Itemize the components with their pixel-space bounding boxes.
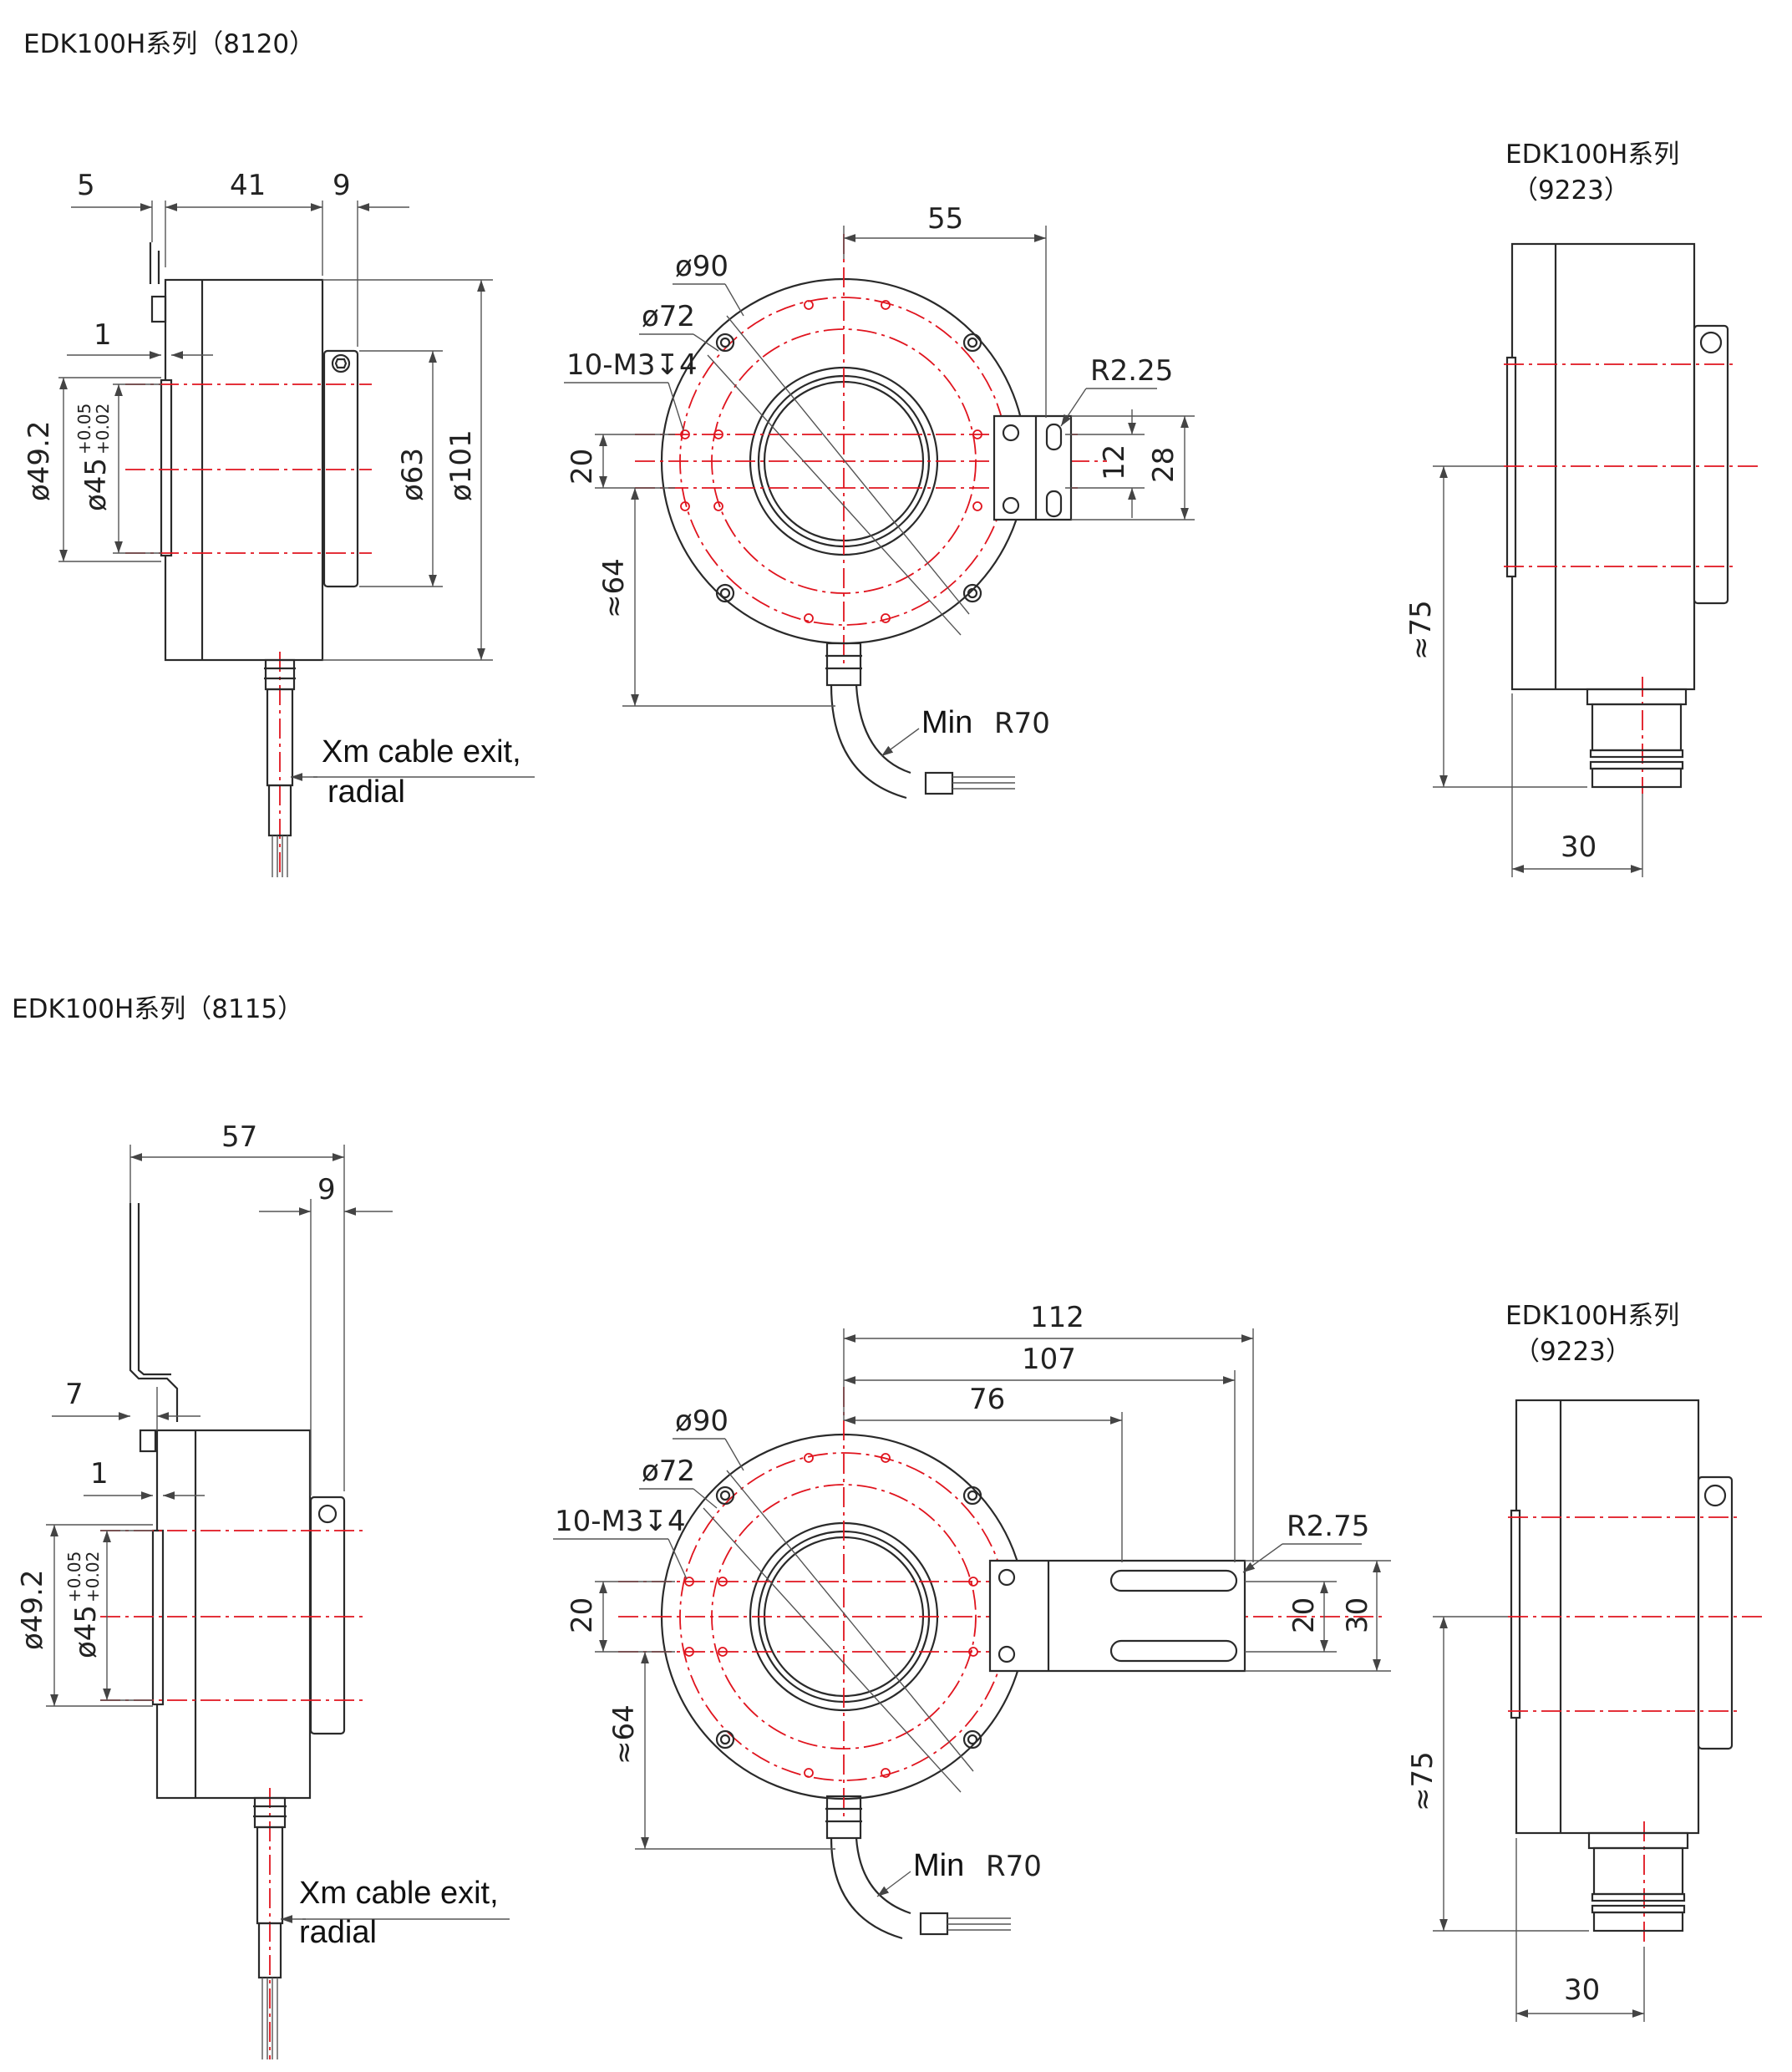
encoder-body xyxy=(155,1429,312,1800)
dim-7: 7 xyxy=(65,1378,84,1411)
dim-30: 30 xyxy=(1561,830,1597,864)
dim-phi-72: ø72 xyxy=(642,1455,695,1488)
dim-41: 41 xyxy=(230,169,266,202)
tol-lower: +0.02 xyxy=(93,404,113,455)
cable xyxy=(830,684,907,800)
dim-30: 30 xyxy=(1564,1973,1600,2007)
dim-76: 76 xyxy=(969,1383,1005,1416)
dim-phi-49-2: ø49.2 xyxy=(23,420,56,501)
dim-r2-75: R2.75 xyxy=(1287,1510,1369,1543)
dim-phi-63: ø63 xyxy=(396,448,429,501)
cable xyxy=(830,1837,903,1940)
m3-threaded-holes xyxy=(684,1453,978,1778)
dim-20-right: 20 xyxy=(1287,1597,1321,1633)
cable-note-line-2: radial xyxy=(299,1915,377,1950)
dim-1: 1 xyxy=(90,1457,109,1491)
dim-20: 20 xyxy=(566,449,599,485)
dim-approx-64: ≈64 xyxy=(597,558,631,618)
drawing-6-side-view-9223: EDK100H系列 （9223） ≈75 30 xyxy=(1406,1301,1767,2022)
side-2-title-line-1: EDK100H系列 xyxy=(1505,1301,1679,1331)
drawing-3-side-view-9223: EDK100H系列 （9223） ≈75 30 xyxy=(1404,140,1763,877)
dim-9: 9 xyxy=(333,169,351,202)
dim-phi-90: ø90 xyxy=(675,250,728,283)
dim-57: 57 xyxy=(221,1120,257,1154)
dim-approx-75: ≈75 xyxy=(1406,1751,1439,1811)
clamp-bracket xyxy=(1693,324,1729,605)
clamp-bracket xyxy=(309,1496,346,1735)
cable-gland xyxy=(253,1796,287,2059)
dim-phi-90: ø90 xyxy=(675,1404,728,1438)
dim-9: 9 xyxy=(317,1173,336,1206)
cable-note-line-2: radial xyxy=(327,774,405,810)
min-label: Min xyxy=(913,1848,964,1883)
dim-approx-75: ≈75 xyxy=(1404,600,1438,660)
dim-phi-72: ø72 xyxy=(642,300,695,333)
tol-lower: +0.02 xyxy=(83,1551,103,1602)
section-1-title: EDK100H系列（8120） xyxy=(23,29,315,59)
dim-20-left: 20 xyxy=(566,1597,599,1633)
drawing-1-side-view: 5 41 9 1 ø49.2 ø45 +0.05 +0.02 ø63 ø101 … xyxy=(23,169,535,877)
section-2-title: EDK100H系列（8115） xyxy=(12,994,303,1024)
mounting-screws xyxy=(715,1485,982,1750)
connector xyxy=(1586,688,1688,789)
screw-icon xyxy=(331,353,351,373)
thread-callout: 10-M3↧4 xyxy=(566,348,698,382)
dim-112: 112 xyxy=(1030,1301,1084,1334)
drawing-2-front-view: 55 ø90 ø72 10-M3↧4 R2.25 20 12 28 ≈64 Mi… xyxy=(564,202,1195,800)
dim-28: 28 xyxy=(1147,447,1180,483)
cable-gland xyxy=(264,658,296,877)
dim-phi-101: ø101 xyxy=(444,429,478,501)
drawing-5-front-view: 112 107 76 ø90 ø72 10-M3↧4 R2.75 20 20 3… xyxy=(553,1301,1391,1940)
thread-callout: 10-M3↧4 xyxy=(555,1505,686,1538)
dim-approx-64: ≈64 xyxy=(607,1704,641,1765)
tol-upper: +0.05 xyxy=(64,1551,84,1602)
cable-note-line-1: Xm cable exit, xyxy=(299,1876,499,1911)
drawing-4-side-view: 57 9 7 1 ø49.2 ø45 +0.05 +0.02 Xm cable … xyxy=(16,1120,510,2059)
dim-phi-49-2: ø49.2 xyxy=(16,1569,49,1650)
long-mounting-bracket xyxy=(988,1559,1246,1673)
dim-phi-45: ø45 xyxy=(69,1605,103,1658)
dim-1: 1 xyxy=(94,318,112,352)
screw-icon xyxy=(1699,331,1723,354)
clamp-bracket xyxy=(322,349,359,588)
min-label: Min xyxy=(921,705,972,740)
dim-107: 107 xyxy=(1022,1343,1076,1376)
side-1-title-line-1: EDK100H系列 xyxy=(1505,140,1679,170)
mounting-screws xyxy=(715,333,982,603)
connector xyxy=(1587,1831,1689,1932)
min-radius: R70 xyxy=(986,1850,1042,1883)
dim-30: 30 xyxy=(1341,1597,1374,1633)
tol-upper: +0.05 xyxy=(74,404,94,455)
side-1-title-line-2: （9223） xyxy=(1512,175,1630,206)
screw-icon xyxy=(1703,1484,1727,1507)
side-2-title-line-2: （9223） xyxy=(1514,1337,1632,1367)
dim-5: 5 xyxy=(77,169,95,202)
clamp-bracket xyxy=(1697,1475,1734,1750)
dim-phi-45: ø45 xyxy=(79,458,113,511)
cable-note-line-1: Xm cable exit, xyxy=(322,734,521,769)
dim-12: 12 xyxy=(1098,444,1131,480)
min-radius: R70 xyxy=(994,707,1050,740)
bracket-plate xyxy=(129,1203,179,1422)
m3-threaded-holes xyxy=(680,300,982,623)
mounting-bracket xyxy=(992,414,1073,521)
screw-icon xyxy=(317,1504,338,1524)
dim-55: 55 xyxy=(927,202,963,236)
dim-r2-25: R2.25 xyxy=(1090,354,1173,388)
